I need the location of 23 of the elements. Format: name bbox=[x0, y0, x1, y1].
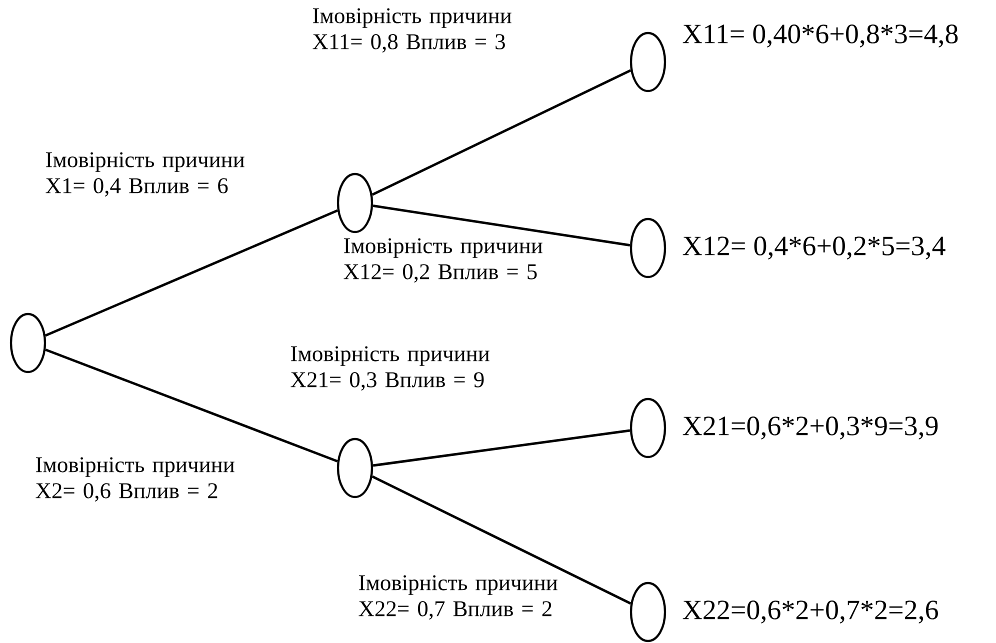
edge-label: Імовірність причини X21= 0,3 Вплив = 9 bbox=[290, 346, 490, 391]
result-text: X11= 0,40*6+0,8*3=4,8 bbox=[682, 24, 958, 48]
result-text: X21=0,6*2+0,3*9=3,9 bbox=[682, 416, 938, 440]
edge-label: Імовірність причини X2= 0,6 Вплив = 2 bbox=[36, 457, 234, 502]
branch-line bbox=[372, 429, 630, 467]
oval-node bbox=[336, 438, 374, 498]
oval-node bbox=[630, 32, 666, 92]
edge-label: Імовірність причини X1= 0,4 Вплив = 6 bbox=[46, 152, 244, 197]
result-text: X22=0,6*2+0,7*2=2,6 bbox=[682, 600, 938, 624]
branch-line bbox=[372, 204, 630, 246]
oval-node bbox=[630, 218, 666, 278]
oval-node bbox=[336, 172, 374, 234]
branch-line bbox=[45, 348, 338, 462]
edge-label: Імовірність причини X22= 0,7 Вплив = 2 bbox=[358, 575, 558, 620]
result-text: X12= 0,4*6+0,2*5=3,4 bbox=[682, 236, 946, 260]
edge-label: Імовірність причини X12= 0,2 Вплив = 5 bbox=[344, 238, 542, 283]
oval-node bbox=[10, 312, 46, 374]
edge-label: Імовірність причини X11= 0,8 Вплив = 3 bbox=[312, 8, 512, 53]
oval-node bbox=[630, 582, 666, 642]
branch-line bbox=[372, 69, 632, 196]
branch-line bbox=[372, 475, 632, 605]
oval-node bbox=[630, 398, 666, 458]
branch-line bbox=[45, 209, 338, 337]
